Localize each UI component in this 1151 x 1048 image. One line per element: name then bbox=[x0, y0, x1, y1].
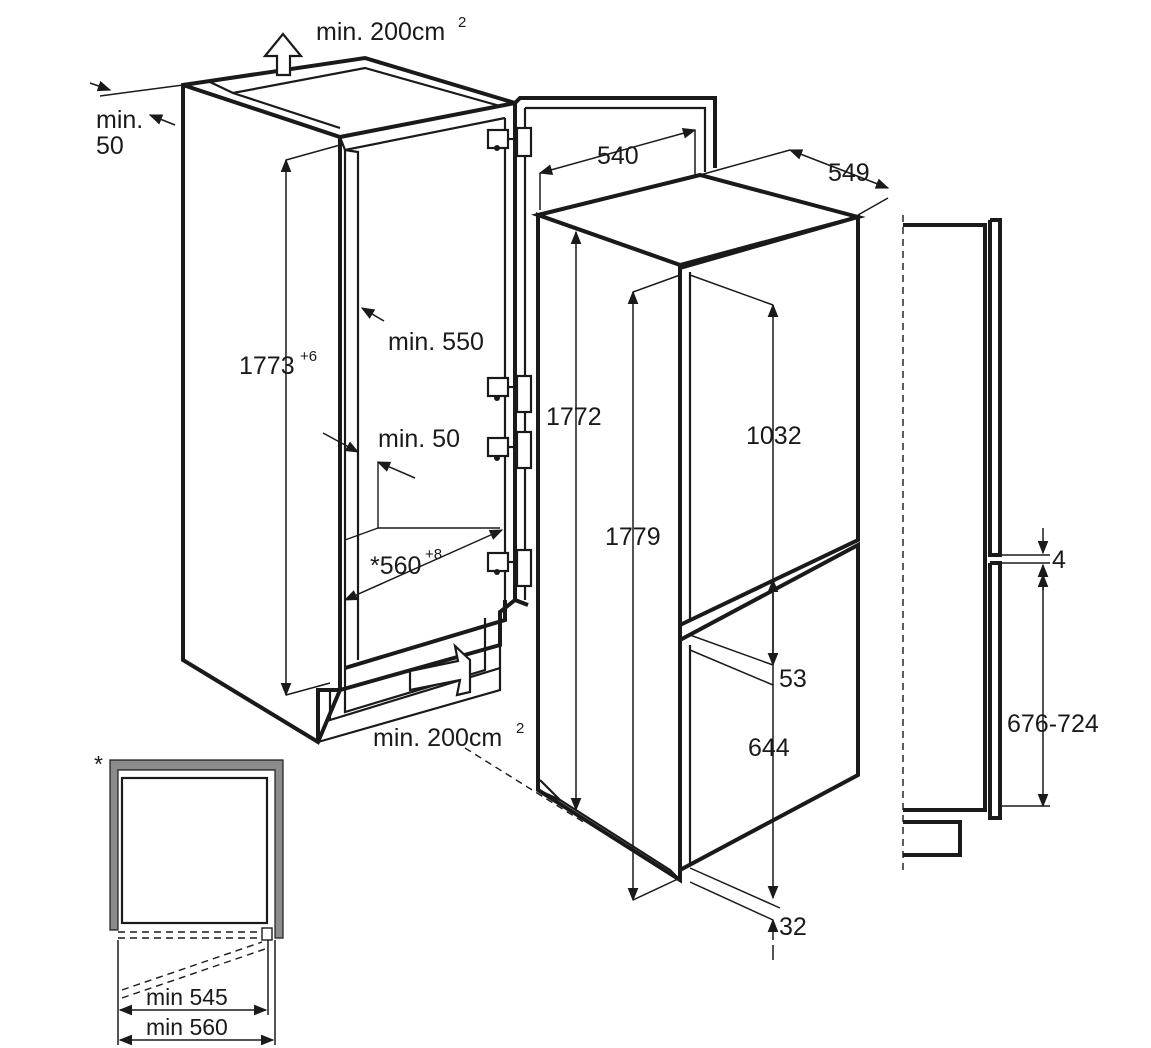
niche-height-label: 1773 bbox=[239, 352, 295, 380]
top-gap-min-label: min. bbox=[96, 106, 143, 134]
freezer-panel-range-label: 676-724 bbox=[1007, 710, 1099, 738]
vent-arrow-top bbox=[262, 32, 304, 77]
bottom-vent-label: min. 200cm bbox=[373, 724, 502, 752]
hinge-middle-1 bbox=[486, 374, 533, 414]
niche-width-tol: +8 bbox=[425, 546, 442, 563]
hinge-middle-2 bbox=[486, 430, 533, 470]
cabinet-niche bbox=[181, 55, 517, 745]
vent-arrow-bottom bbox=[408, 642, 472, 697]
side-profile bbox=[902, 215, 1002, 875]
bottom-offset-label: 32 bbox=[779, 913, 807, 941]
door-panel-gap-label: 4 bbox=[1052, 546, 1066, 574]
freezer-door-height-label: 644 bbox=[748, 734, 790, 762]
appliance-width-label: 540 bbox=[597, 142, 639, 170]
top-vent-exp: 2 bbox=[458, 14, 466, 31]
hinge-top bbox=[486, 126, 533, 158]
inset-min-inner-label: min 545 bbox=[146, 984, 228, 1010]
door-total-height-label: 1779 bbox=[605, 523, 661, 551]
appliance-body bbox=[531, 172, 866, 884]
door-gap-label: 53 bbox=[779, 665, 807, 693]
niche-depth-label: min. 550 bbox=[388, 328, 484, 356]
hinge-bottom bbox=[486, 548, 533, 588]
inset-min-outer-label: min 560 bbox=[146, 1014, 228, 1040]
furniture-door-panel bbox=[513, 96, 717, 607]
bottom-vent-exp: 2 bbox=[516, 720, 524, 737]
top-gap-value: 50 bbox=[96, 132, 124, 160]
inset-marker: * bbox=[94, 751, 103, 777]
appliance-height-label: 1772 bbox=[546, 403, 602, 431]
inset-plan-view: * min 545 min 560 bbox=[94, 751, 284, 1046]
top-vent-label: min. 200cm bbox=[316, 18, 445, 46]
dimension-lines bbox=[89, 80, 1050, 960]
niche-width-label: *560 bbox=[370, 552, 421, 580]
niche-height-tol: +6 bbox=[300, 348, 317, 365]
side-gap-label: min. 50 bbox=[378, 425, 460, 453]
appliance-depth-label: 549 bbox=[828, 159, 870, 187]
fridge-door-height-label: 1032 bbox=[746, 422, 802, 450]
